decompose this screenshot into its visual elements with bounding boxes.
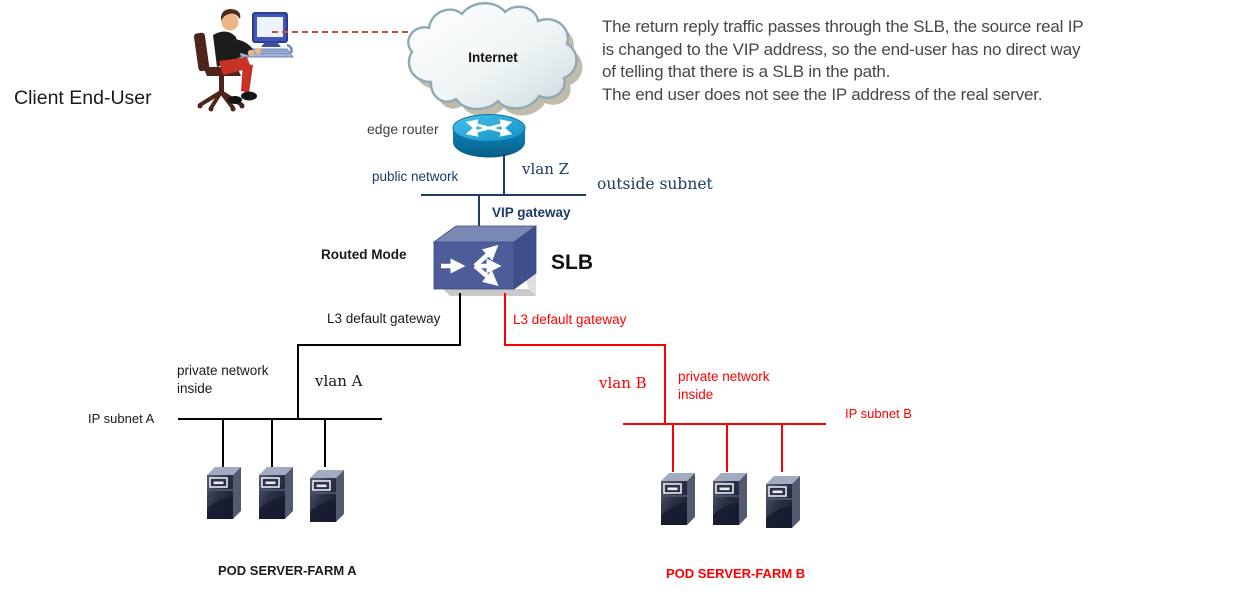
subnet-a-bus-line: [178, 418, 382, 420]
slb-label: SLB: [551, 251, 593, 274]
edge-router-label: edge router: [367, 121, 439, 137]
server-icon: [709, 470, 749, 528]
client-to-internet-dashed-line: [272, 31, 408, 33]
ip-subnet-a-label: IP subnet A: [88, 411, 155, 426]
server-a1-drop-line: [222, 420, 224, 467]
server-b3-drop-line: [781, 425, 783, 472]
server-icon: [657, 470, 697, 528]
client-end-user-label: Client End-User: [14, 87, 152, 109]
server-icon: [306, 467, 346, 525]
vlan-b-label: vlan B: [599, 374, 647, 392]
l3-gateway-a-label: L3 default gateway: [327, 311, 441, 326]
private-network-a-label: private network inside: [177, 363, 269, 396]
outside-subnet-line: [421, 194, 586, 196]
edge-router-icon: [452, 114, 526, 158]
router-to-subnet-line: [503, 154, 505, 195]
public-network-label: public network: [372, 169, 459, 184]
server-b1-drop-line: [672, 425, 674, 472]
person-at-computer-icon: [193, 9, 294, 112]
slb-right-downlink-line: [504, 293, 506, 345]
pod-server-farm-b-label: POD SERVER-FARM B: [666, 566, 806, 581]
vip-gateway-label: VIP gateway: [492, 205, 571, 220]
vlan-a-label: vlan A: [315, 372, 363, 390]
vlan-z-label: vlan Z: [522, 160, 570, 178]
private-network-b-label: private network inside: [678, 369, 770, 402]
vip-gateway-line: [478, 196, 480, 231]
l3-gateway-b-label: L3 default gateway: [513, 312, 627, 327]
outside-subnet-label: outside subnet: [597, 175, 713, 193]
left-vlan-drop-line: [297, 345, 299, 419]
server-icon: [255, 464, 295, 522]
internet-cloud-icon: [407, 2, 583, 117]
annotation-text: The return reply traffic passes through …: [602, 17, 1084, 104]
pod-server-farm-a-label: POD SERVER-FARM A: [218, 563, 357, 578]
server-a2-drop-line: [271, 420, 273, 467]
server-icon: [762, 473, 802, 531]
server-b2-drop-line: [726, 425, 728, 472]
server-a3-drop-line: [324, 420, 326, 467]
subnet-b-bus-line: [623, 423, 826, 425]
routed-mode-label: Routed Mode: [321, 247, 407, 262]
left-elbow-line: [297, 344, 461, 346]
slb-left-downlink-line: [459, 293, 461, 345]
server-icon: [203, 464, 243, 522]
internet-label: Internet: [468, 50, 518, 65]
slb-icon: [432, 225, 538, 296]
right-elbow-line: [504, 344, 666, 346]
ip-subnet-b-label: IP subnet B: [845, 406, 912, 421]
right-vlan-drop-line: [664, 345, 666, 424]
